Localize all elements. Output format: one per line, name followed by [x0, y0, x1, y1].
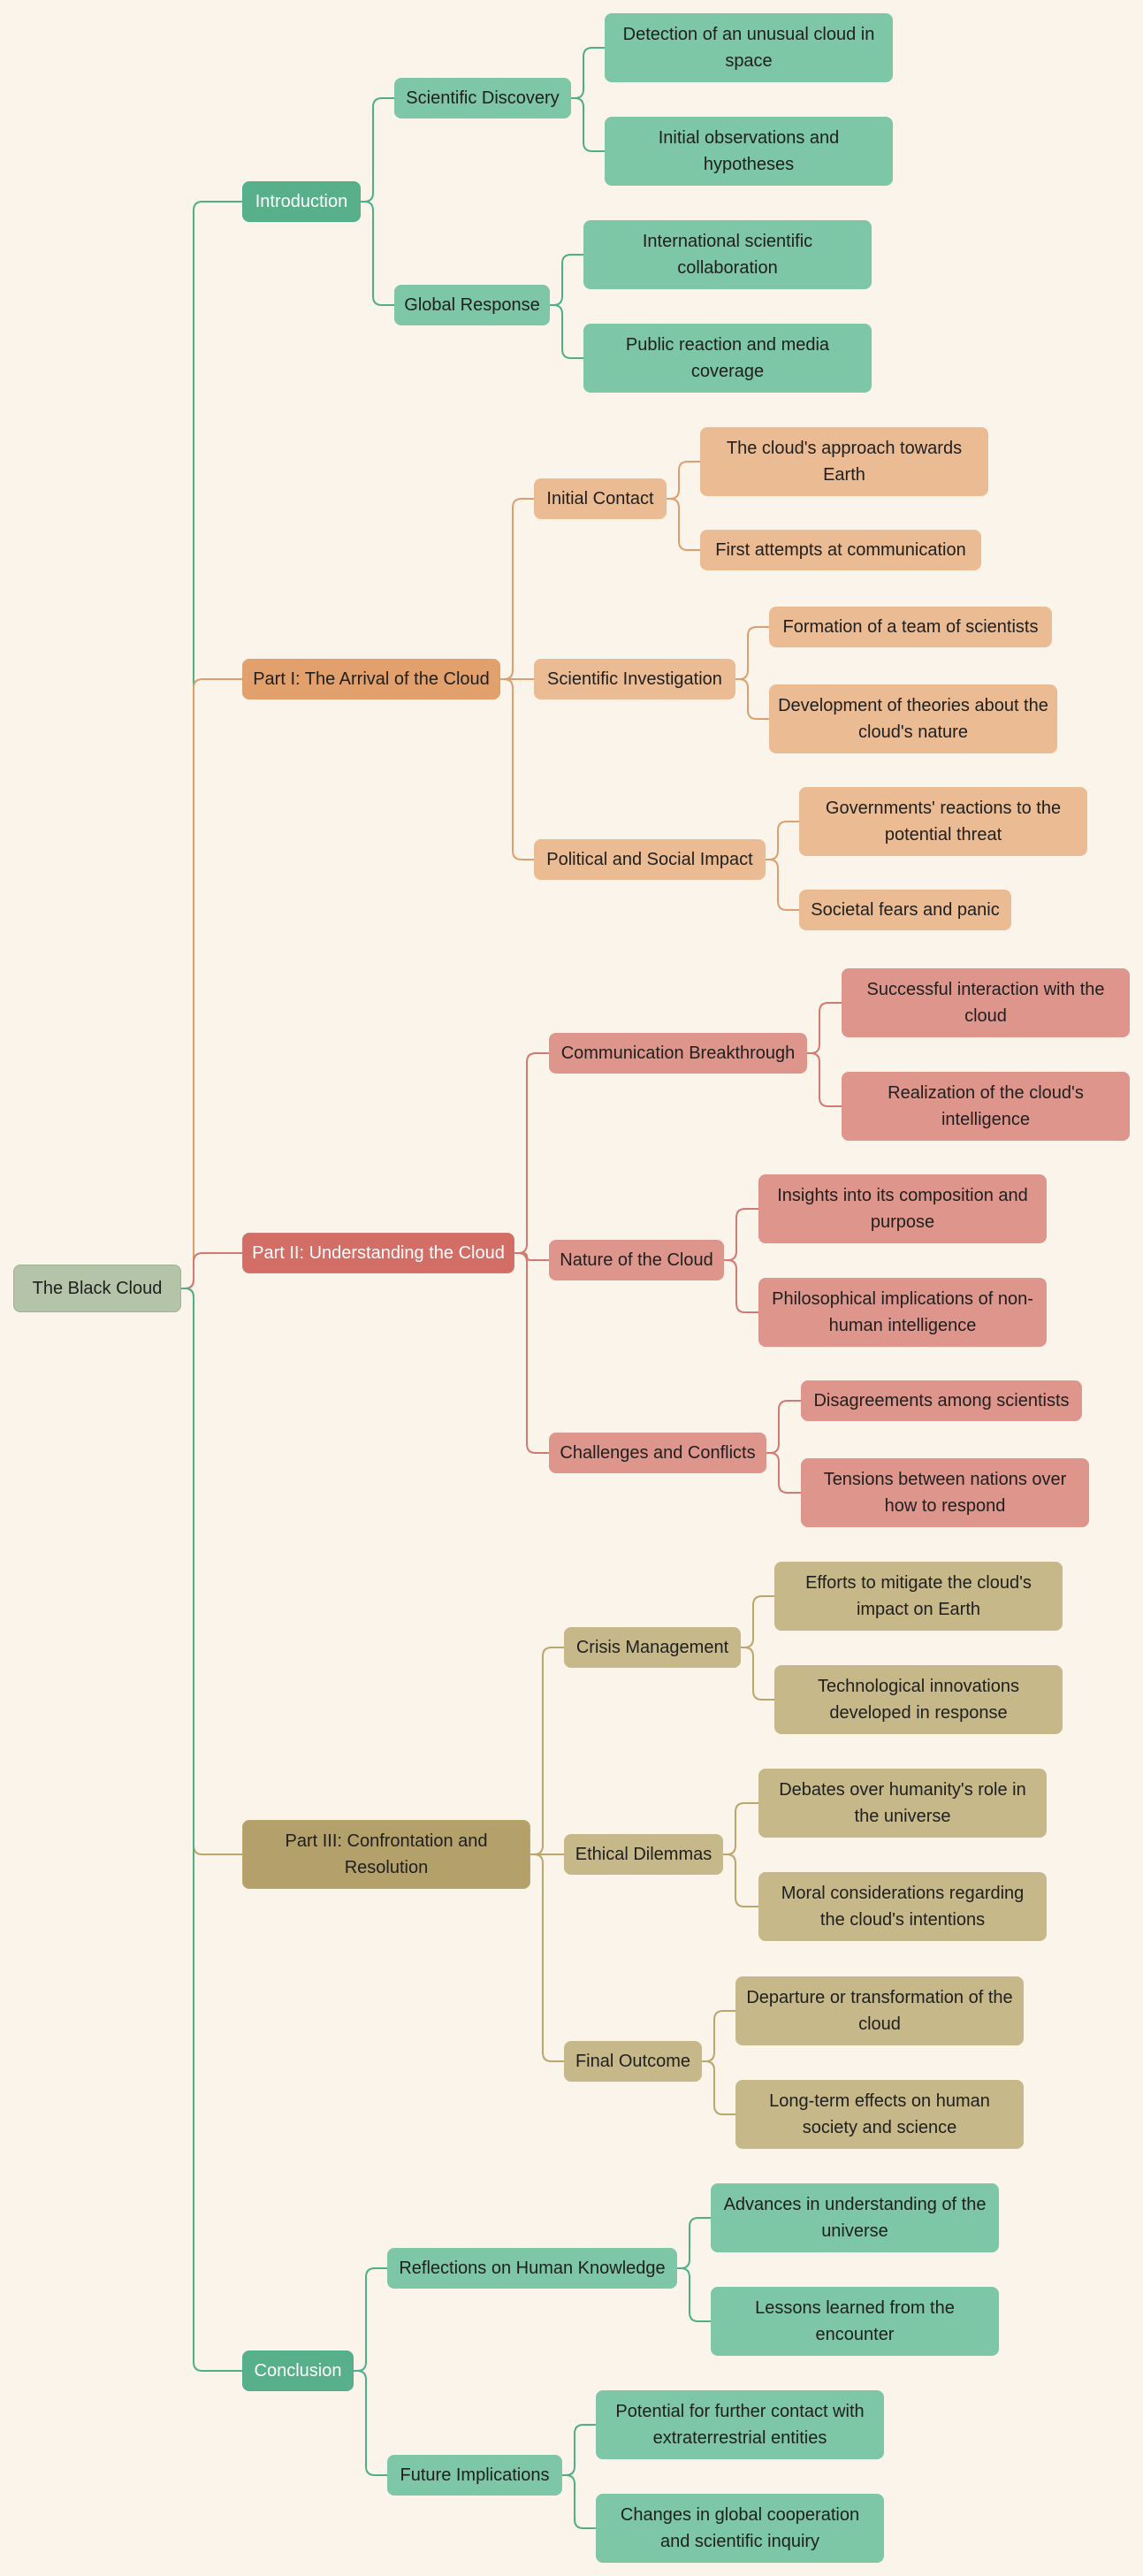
connector-b2c0-b2c0l1: [807, 1052, 842, 1107]
connector-b1c1-b1c1l0: [735, 626, 769, 680]
connector-b2-b2c2: [514, 1252, 549, 1454]
connector-b2-b2c1: [514, 1252, 549, 1261]
topic-initial-contact[interactable]: Initial Contact: [534, 478, 667, 519]
topic-crisis-management[interactable]: Crisis Management: [564, 1627, 741, 1668]
connector-b0c0-b0c0l0: [571, 47, 605, 99]
branch-introduction[interactable]: Introduction: [242, 181, 361, 222]
connector-b3c0-b3c0l0: [741, 1595, 774, 1648]
topic-scientific-discovery[interactable]: Scientific Discovery: [394, 78, 571, 118]
connector-b3c2-b3c2l0: [702, 2010, 735, 2062]
connector-b1c1-b1c1l1: [735, 678, 769, 720]
connector-n-root-b0: [181, 201, 242, 1289]
topic-global-response[interactable]: Global Response: [394, 285, 550, 325]
connector-b4c1-b4c1l0: [562, 2424, 596, 2476]
connector-b0c0-b0c0l1: [571, 97, 605, 152]
topic-final-outcome[interactable]: Final Outcome: [564, 2041, 702, 2082]
leaf-mitigation-efforts[interactable]: Efforts to mitigate the cloud's impact o…: [774, 1562, 1063, 1631]
topic-nature-of-cloud[interactable]: Nature of the Cloud: [549, 1240, 724, 1280]
connector-b1-b1c2: [500, 678, 534, 860]
leaf-initial-observations[interactable]: Initial observations and hypotheses: [605, 117, 893, 186]
connector-b2c0-b2c0l0: [807, 1002, 842, 1054]
leaf-nation-tensions[interactable]: Tensions between nations over how to res…: [801, 1458, 1089, 1527]
leaf-further-contact[interactable]: Potential for further contact with extra…: [596, 2390, 884, 2459]
leaf-tech-innovations[interactable]: Technological innovations developed in r…: [774, 1665, 1063, 1734]
connector-n-root-b4: [181, 1288, 242, 2372]
connector-b0-b0c0: [361, 97, 394, 203]
leaf-successful-interaction[interactable]: Successful interaction with the cloud: [842, 968, 1130, 1037]
leaf-public-reaction[interactable]: Public reaction and media coverage: [583, 324, 872, 393]
leaf-cloud-approach[interactable]: The cloud's approach towards Earth: [700, 427, 988, 496]
connector-b3-b3c2: [530, 1854, 564, 2062]
leaf-long-term-effects[interactable]: Long-term effects on human society and s…: [735, 2080, 1024, 2149]
leaf-government-reactions[interactable]: Governments' reactions to the potential …: [799, 787, 1087, 856]
connector-b4c1-b4c1l1: [562, 2474, 596, 2529]
leaf-theories[interactable]: Development of theories about the cloud'…: [769, 684, 1057, 753]
connector-b4c0-b4c0l0: [677, 2217, 711, 2269]
leaf-team-formation[interactable]: Formation of a team of scientists: [769, 607, 1052, 647]
connector-b0c1-b0c1l1: [550, 304, 583, 359]
connector-b2c1-b2c1l1: [724, 1259, 758, 1313]
leaf-lessons-learned[interactable]: Lessons learned from the encounter: [711, 2287, 999, 2356]
topic-reflections[interactable]: Reflections on Human Knowledge: [387, 2248, 677, 2289]
connector-b1c2-b1c2l0: [766, 821, 799, 860]
connector-b1-b1c0: [500, 498, 534, 680]
topic-political-social-impact[interactable]: Political and Social Impact: [534, 839, 766, 880]
leaf-humanity-role[interactable]: Debates over humanity's role in the univ…: [758, 1769, 1047, 1838]
connector-b2c2-b2c2l1: [766, 1452, 801, 1494]
connector-b2c2-b2c2l0: [766, 1400, 801, 1454]
topic-scientific-investigation[interactable]: Scientific Investigation: [534, 659, 735, 699]
connector-b1c0-b1c0l1: [667, 498, 700, 551]
leaf-composition-purpose[interactable]: Insights into its composition and purpos…: [758, 1174, 1047, 1243]
connector-b0-b0c1: [361, 201, 394, 306]
root-node[interactable]: The Black Cloud: [13, 1265, 181, 1312]
topic-ethical-dilemmas[interactable]: Ethical Dilemmas: [564, 1834, 723, 1875]
branch-part-three[interactable]: Part III: Confrontation and Resolution: [242, 1820, 530, 1889]
connector-n-root-b2: [181, 1252, 242, 1289]
connector-b4c0-b4c0l1: [677, 2267, 711, 2322]
leaf-global-cooperation[interactable]: Changes in global cooperation and scient…: [596, 2494, 884, 2563]
connector-b3c0-b3c0l1: [741, 1647, 774, 1701]
leaf-societal-fears[interactable]: Societal fears and panic: [799, 890, 1011, 930]
leaf-first-communication[interactable]: First attempts at communication: [700, 530, 981, 570]
connector-b0c1-b0c1l0: [550, 254, 583, 306]
leaf-international-collaboration[interactable]: International scientific collaboration: [583, 220, 872, 289]
leaf-moral-considerations[interactable]: Moral considerations regarding the cloud…: [758, 1872, 1047, 1941]
topic-future-implications[interactable]: Future Implications: [387, 2455, 562, 2496]
leaf-philosophical-implications[interactable]: Philosophical implications of non-human …: [758, 1278, 1047, 1347]
branch-conclusion[interactable]: Conclusion: [242, 2351, 354, 2391]
connector-n-root-b3: [181, 1288, 242, 1855]
connector-b3c1-b3c1l1: [723, 1854, 758, 1907]
connector-b4-b4c0: [354, 2267, 387, 2372]
branch-part-two[interactable]: Part II: Understanding the Cloud: [242, 1233, 514, 1273]
connector-b3-b3c0: [530, 1647, 564, 1855]
topic-communication-breakthrough[interactable]: Communication Breakthrough: [549, 1033, 807, 1074]
connector-b3c1-b3c1l0: [723, 1802, 758, 1855]
branch-part-one[interactable]: Part I: The Arrival of the Cloud: [242, 659, 500, 699]
leaf-understanding-universe[interactable]: Advances in understanding of the univers…: [711, 2183, 999, 2252]
leaf-departure-transformation[interactable]: Departure or transformation of the cloud: [735, 1976, 1024, 2045]
connector-n-root-b1: [181, 678, 242, 1289]
leaf-scientist-disagreements[interactable]: Disagreements among scientists: [801, 1380, 1082, 1421]
connector-b4-b4c1: [354, 2370, 387, 2476]
connector-b2c1-b2c1l0: [724, 1208, 758, 1261]
connector-b1c0-b1c0l0: [667, 461, 700, 500]
connector-b3c2-b3c2l1: [702, 2060, 735, 2115]
connector-b2-b2c0: [514, 1052, 549, 1254]
topic-challenges-conflicts[interactable]: Challenges and Conflicts: [549, 1433, 766, 1473]
leaf-cloud-intelligence[interactable]: Realization of the cloud's intelligence: [842, 1072, 1130, 1141]
leaf-detection-of-cloud[interactable]: Detection of an unusual cloud in space: [605, 13, 893, 82]
connector-b1c2-b1c2l1: [766, 859, 799, 911]
